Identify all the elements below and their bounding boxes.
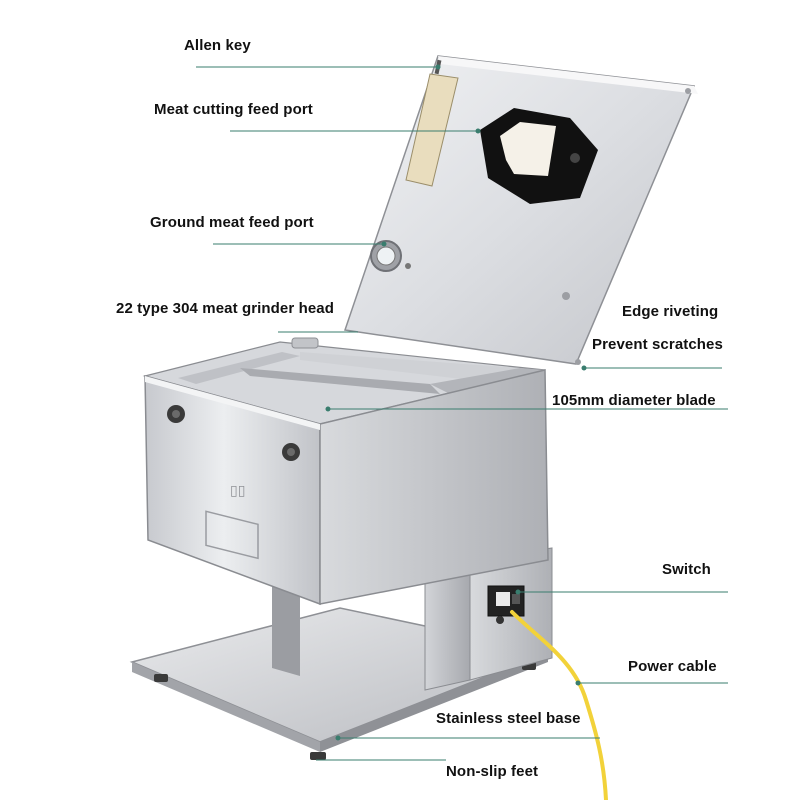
adjustment-knob (282, 443, 300, 461)
label-blade: 105mm diameter blade (552, 392, 716, 409)
main-housing: ▯▯ (144, 369, 549, 606)
svg-text:▯▯: ▯▯ (230, 483, 245, 499)
label-grinder-head: 22 type 304 meat grinder head (116, 300, 334, 317)
leader-dots (325, 64, 587, 741)
label-switch: Switch (662, 561, 711, 578)
ground-meat-feed-port (370, 240, 411, 272)
label-non-slip-feet: Non-slip feet (446, 763, 539, 780)
label-meat-cutting-feed-port: Meat cutting feed port (154, 101, 313, 118)
leader-lines (196, 66, 728, 761)
label-ground-meat-feed-port: Ground meat feed port (150, 214, 314, 231)
power-cable (510, 610, 608, 800)
label-stainless-steel-base: Stainless steel base (436, 710, 581, 727)
lid (344, 55, 698, 365)
machine-interior (142, 337, 546, 425)
switch (487, 585, 525, 624)
label-power-cable: Power cable (628, 658, 717, 675)
label-prevent-scratches: Prevent scratches (592, 336, 723, 353)
label-edge-riveting: Edge riveting (622, 303, 719, 320)
adjustment-knob (167, 405, 185, 423)
label-allen-key: Allen key (184, 37, 251, 54)
non-slip-feet (154, 662, 536, 760)
meat-cutting-feed-port (480, 108, 598, 204)
